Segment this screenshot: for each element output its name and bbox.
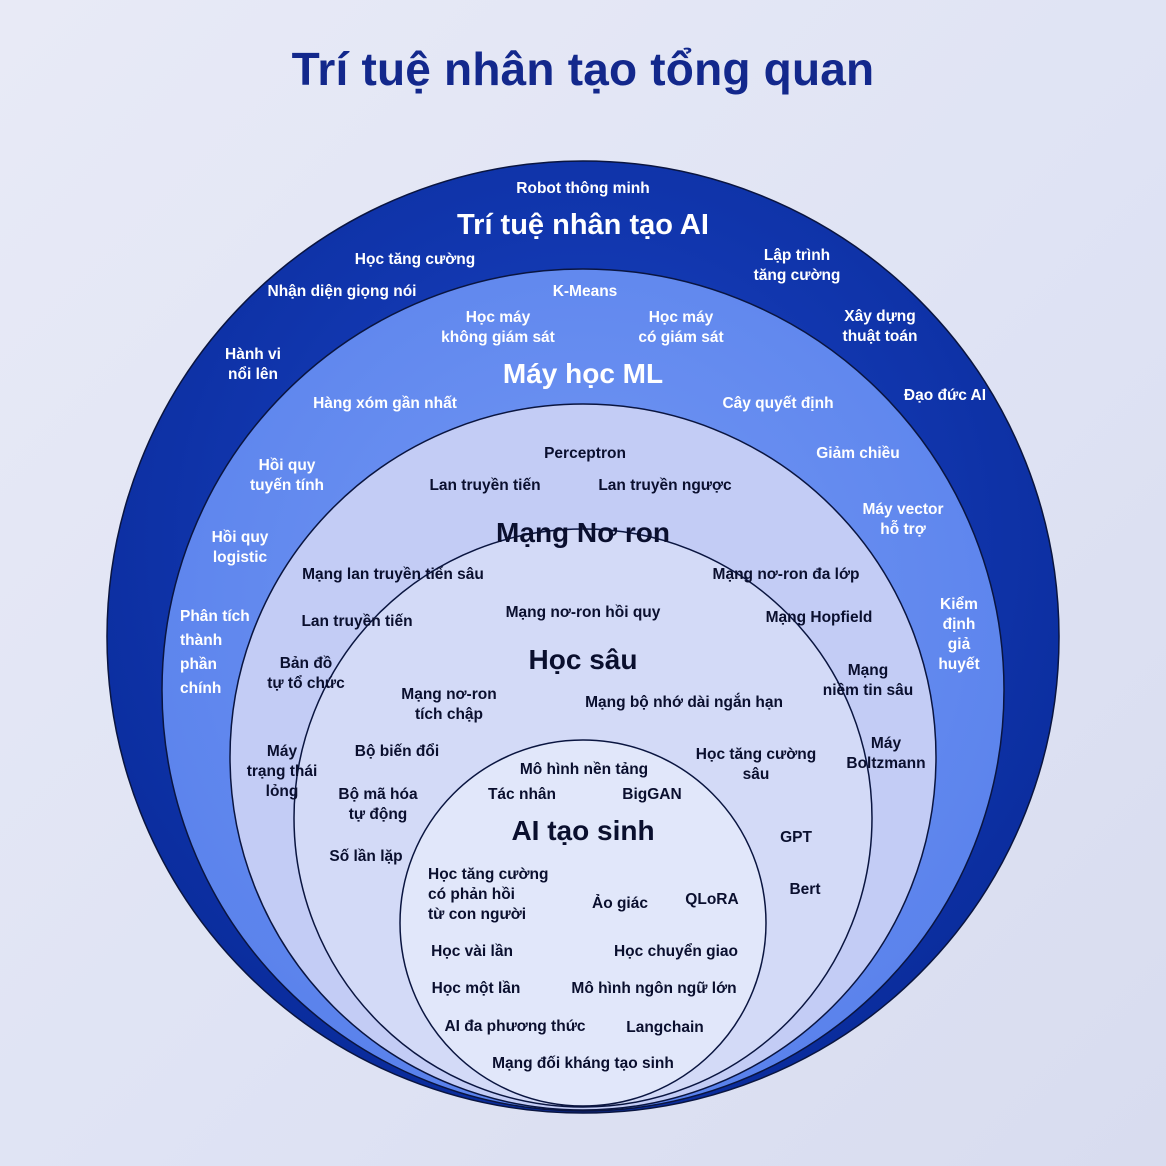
ring-title-nn: Mạng Nơ ron — [496, 517, 670, 548]
term-label: Lan truyền ngược — [598, 477, 732, 494]
term-label: Lan truyền tiến — [429, 477, 540, 494]
term-label: Mạng nơ-ron hồi quy — [506, 604, 661, 621]
page-title: Trí tuệ nhân tạo tổng quan — [291, 43, 875, 95]
term-label: Tác nhân — [488, 786, 556, 803]
term-label: Học vài lần — [431, 943, 513, 960]
term-label: Hàng xóm gần nhất — [313, 395, 457, 412]
term-label: Ảo giác — [592, 895, 648, 912]
ring-nn-labels: Perceptron Lan truyền tiến Lan truyền ng… — [247, 445, 926, 800]
term-label: Số lần lặp — [329, 848, 402, 865]
term-label: Mạng lan truyền tiến sâu — [302, 566, 484, 583]
term-label: Học chuyển giao — [614, 943, 738, 960]
term-label: Giảm chiều — [816, 445, 900, 462]
term-label: Đạo đức AI — [904, 387, 986, 404]
term-label: Mô hình ngôn ngữ lớn — [571, 980, 736, 997]
term-label: Bert — [789, 881, 820, 898]
term-label: Lan truyền tiến — [301, 613, 412, 630]
term-label: Perceptron — [544, 445, 626, 462]
term-label: Cây quyết định — [722, 395, 833, 412]
ring-title-dl: Học sâu — [529, 644, 638, 675]
term-label: Mô hình nền tảng — [520, 761, 648, 778]
term-label: Bộ biến đổi — [355, 743, 439, 760]
term-label: Mạng đối kháng tạo sinh — [492, 1055, 674, 1072]
term-label: BigGAN — [622, 786, 681, 803]
ring-title-gen: AI tạo sinh — [511, 815, 654, 846]
term-label: K-Means — [553, 283, 618, 300]
ring-gen — [399, 739, 767, 1107]
term-label: Học một lần — [432, 980, 521, 997]
ring-ai-labels: Robot thông minh Học tăng cường Nhận diệ… — [225, 180, 986, 404]
term-label: Robot thông minh — [516, 180, 649, 197]
ring-title-ml: Máy học ML — [503, 358, 663, 389]
term-label: Mạng Hopfield — [766, 609, 873, 626]
ring-gen-labels: Mô hình nền tảng Tác nhân BigGAN Học tăn… — [428, 761, 739, 1072]
ring-title-ai: Trí tuệ nhân tạo AI — [457, 209, 709, 241]
term-label: Mạng nơ-ron đa lớp — [713, 566, 860, 583]
term-label: GPT — [780, 829, 812, 846]
term-label: Học tăng cường — [355, 251, 475, 268]
term-label: Nhận diện giọng nói — [268, 283, 417, 300]
term-label: Mạng bộ nhớ dài ngắn hạn — [585, 693, 783, 711]
term-label: Langchain — [626, 1019, 704, 1036]
term-label: AI đa phương thức — [444, 1018, 585, 1035]
term-label: QLoRA — [685, 891, 738, 908]
